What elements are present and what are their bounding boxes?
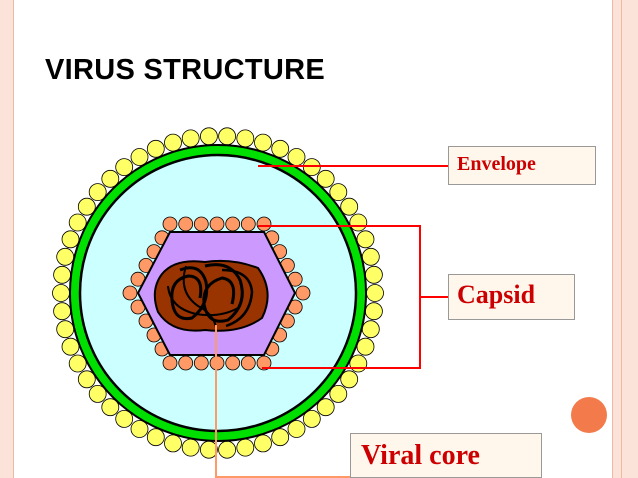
envelope-spike	[181, 129, 200, 148]
slide-border-left	[0, 0, 14, 478]
envelope-spike	[316, 169, 335, 188]
capsomere	[162, 216, 178, 232]
envelope-spike	[349, 354, 368, 373]
envelope-spike	[56, 247, 75, 266]
viral-core	[153, 259, 269, 332]
capsomere	[178, 216, 194, 232]
envelope-spike	[52, 284, 70, 302]
envelope-spike	[329, 183, 348, 202]
envelope-spike	[316, 398, 335, 417]
envelope-spike	[68, 354, 87, 373]
envelope-spikes	[52, 127, 384, 459]
envelope-label: Envelope	[448, 146, 596, 185]
accent-dot	[571, 397, 607, 433]
envelope-spike	[56, 320, 75, 339]
envelope-spike	[61, 230, 80, 249]
envelope-spike	[361, 247, 380, 266]
capsid-label: Capsid	[448, 274, 575, 320]
envelope-spike	[164, 434, 182, 453]
envelope-spike	[101, 398, 120, 417]
envelope-spike	[181, 438, 200, 457]
capsomere	[162, 355, 178, 371]
envelope-spike	[53, 302, 71, 321]
envelope-spike	[329, 384, 348, 403]
envelope-spike	[349, 213, 368, 232]
envelope-spike	[287, 420, 306, 438]
envelope-spike	[77, 370, 96, 389]
slide-border-right	[612, 0, 638, 478]
envelope-spike	[88, 384, 107, 403]
capsomere	[295, 285, 311, 301]
envelope-spike	[356, 230, 375, 249]
envelope-spike	[302, 409, 321, 428]
envelope-spike	[61, 337, 80, 356]
capsomere	[209, 216, 225, 232]
envelope-spike	[164, 133, 182, 152]
envelope-spike	[218, 440, 237, 459]
capsomere	[225, 216, 241, 232]
slide-title: VIRUS STRUCTURE	[45, 54, 326, 86]
envelope-spike	[88, 183, 107, 202]
envelope-spike	[146, 139, 165, 158]
envelope-spike	[199, 440, 218, 459]
envelope-spike	[130, 420, 149, 438]
envelope-spike	[218, 127, 237, 146]
envelope-spike	[53, 265, 71, 284]
envelope-spike	[271, 139, 290, 158]
envelope-spike	[340, 370, 359, 389]
capsomere	[240, 216, 256, 232]
viral-core-label: Viral core	[350, 433, 542, 478]
envelope-spike	[302, 158, 321, 177]
leader-lines	[215, 165, 448, 478]
envelope-spike	[115, 158, 134, 177]
envelope-spike	[340, 197, 359, 216]
envelope-spike	[146, 428, 165, 447]
capsomere	[225, 355, 241, 371]
envelope-spike	[130, 148, 149, 166]
envelope-spike	[77, 197, 96, 216]
envelope-spike	[366, 284, 384, 302]
envelope-spike	[199, 127, 218, 146]
envelope-spike	[236, 129, 255, 148]
capsomere	[178, 355, 194, 371]
envelope-spike	[364, 265, 383, 284]
envelope-spike	[68, 213, 87, 232]
envelope-spike	[254, 133, 272, 152]
envelope-spike	[115, 409, 134, 428]
envelope-spike	[361, 320, 380, 339]
capsomere	[193, 355, 209, 371]
envelope-spike	[254, 434, 272, 453]
envelope-spike	[271, 428, 290, 447]
envelope-spike	[236, 438, 255, 457]
capsomere	[256, 216, 272, 232]
capsomere	[240, 355, 256, 371]
capsomere	[122, 285, 138, 301]
capsomere	[193, 216, 209, 232]
envelope-spike	[364, 302, 383, 321]
envelope-spike	[101, 169, 120, 188]
envelope-spike	[356, 337, 375, 356]
